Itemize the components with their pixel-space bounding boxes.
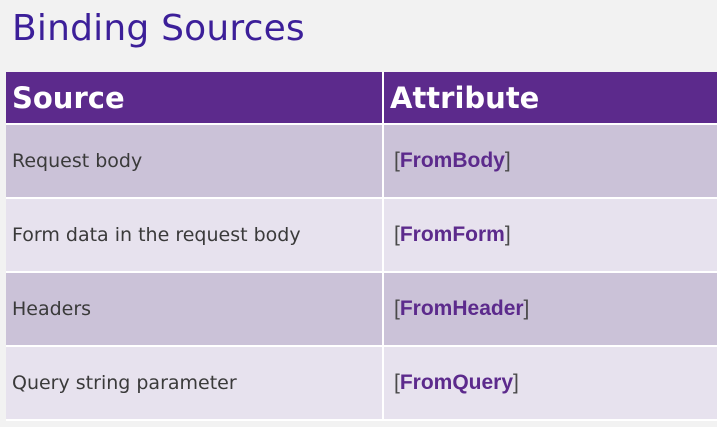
attribute-name: FromBody xyxy=(399,149,505,172)
table-row: Form data in the request body [FromForm] xyxy=(6,198,717,273)
table-row: Query string parameter [FromQuery] xyxy=(6,346,717,421)
table-row: Headers [FromHeader] xyxy=(6,272,717,347)
close-bracket: ] xyxy=(504,223,511,246)
header-source: Source xyxy=(6,72,383,125)
source-cell: Request body xyxy=(6,124,383,199)
source-cell: Form data in the request body xyxy=(6,198,383,273)
open-bracket: [ xyxy=(394,223,400,246)
attribute-cell: [FromBody] xyxy=(382,124,717,199)
attribute-cell: [FromForm] xyxy=(382,198,717,273)
table-header-row: Source Attribute xyxy=(6,72,717,125)
attribute-cell: [FromQuery] xyxy=(382,346,717,421)
close-bracket: ] xyxy=(523,297,530,320)
open-bracket: [ xyxy=(394,149,400,172)
attribute-name: FromQuery xyxy=(399,371,514,394)
attribute-name: FromForm xyxy=(399,223,505,246)
binding-sources-table-container: Source Attribute Request body [FromBody]… xyxy=(6,72,717,421)
binding-sources-table: Source Attribute Request body [FromBody]… xyxy=(6,72,717,421)
attribute-name: FromHeader xyxy=(399,297,524,320)
open-bracket: [ xyxy=(394,297,400,320)
header-attribute: Attribute xyxy=(382,72,717,125)
table-row: Request body [FromBody] xyxy=(6,124,717,199)
source-cell: Query string parameter xyxy=(6,346,383,421)
attribute-cell: [FromHeader] xyxy=(382,272,717,347)
slide-title: Binding Sources xyxy=(12,8,305,49)
close-bracket: ] xyxy=(513,371,519,394)
source-cell: Headers xyxy=(6,272,383,347)
close-bracket: ] xyxy=(504,149,511,172)
open-bracket: [ xyxy=(394,371,400,394)
